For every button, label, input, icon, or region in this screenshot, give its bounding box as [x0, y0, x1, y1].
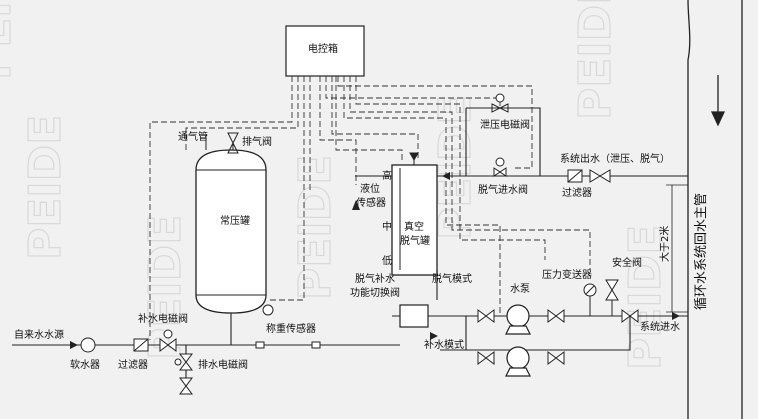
- makeup-mode-label: 补水模式: [424, 338, 464, 351]
- level-sensor-label-1: 液位: [360, 182, 380, 195]
- safety-valve: [605, 279, 619, 316]
- filter-top-slash: [567, 169, 583, 183]
- switch-valve-label-2: 功能切换阀: [350, 286, 400, 299]
- water-pump-1: [505, 304, 531, 335]
- svg-text:PEIDE: PEIDE: [430, 95, 481, 240]
- pump-valves: [477, 309, 639, 365]
- system-inlet-label: 系统进水: [640, 320, 680, 333]
- tap-water-label: 自来水水源: [14, 328, 64, 341]
- svg-text:PEIDE: PEIDE: [290, 155, 341, 300]
- switch-valve: [399, 304, 429, 328]
- degas-mode-label: 脱气模式: [432, 272, 472, 285]
- drain-valve: [179, 377, 193, 395]
- control-wiring: [149, 76, 591, 340]
- vacuum-tank-label-1: 真空: [404, 220, 424, 233]
- atmospheric-tank: [195, 149, 267, 314]
- exhaust-valve: [227, 132, 239, 154]
- pressure-tx-label: 压力变送器: [542, 268, 592, 281]
- vacuum-top-vent: [409, 152, 419, 165]
- control-box-label: 电控箱: [308, 42, 338, 55]
- switch-valve-label-1: 脱气补水: [355, 272, 395, 285]
- circulation-main-label: 循环水系统回水主管: [694, 193, 709, 310]
- water-pump-label: 水泵: [510, 283, 530, 295]
- vacuum-tank-label-2: 脱气罐: [400, 234, 430, 247]
- dimension-label: 大于2米: [658, 226, 671, 262]
- drain-solenoid-label: 排水电磁阀: [198, 358, 248, 371]
- filter-bottom-label: 过滤器: [118, 358, 148, 371]
- vacuum-tank: [391, 164, 438, 276]
- process-piping: [12, 107, 688, 390]
- exhaust-valve-label: 排气阀: [242, 135, 272, 148]
- inline-fittings: [255, 341, 321, 349]
- vent-pipe-label: 通气管: [178, 130, 208, 143]
- filter-bottom-slash: [133, 338, 149, 352]
- pressure-transmitter: [583, 283, 597, 316]
- outlet-check-valve: [589, 169, 611, 183]
- control-box: [285, 25, 365, 77]
- circulation-main-pipe: [687, 0, 743, 419]
- makeup-solenoid-valve: [159, 329, 177, 352]
- atm-tank-label: 常压罐: [220, 214, 250, 227]
- filter-top-label: 过滤器: [562, 186, 592, 199]
- level-mid: 中: [382, 220, 392, 233]
- degas-inlet-valve: [493, 157, 507, 177]
- svg-text:PEIDE: PEIDE: [140, 215, 191, 360]
- level-low: 低: [382, 254, 392, 267]
- drain-solenoid-valve: [174, 353, 193, 371]
- system-outlet-label: 系统出水（泄压、脱气）: [560, 152, 670, 165]
- relief-valve-label: 泄压电磁阀: [480, 118, 530, 131]
- safety-valve-label: 安全阀: [612, 256, 642, 269]
- level-sensor-label-2: 传感器: [356, 196, 386, 209]
- water-pump-2: [505, 346, 531, 377]
- svg-text:PEIDE: PEIDE: [620, 225, 671, 370]
- softener: [80, 337, 96, 353]
- svg-text:PEIDE: PEIDE: [0, 0, 21, 80]
- dimension-marker: [666, 184, 688, 313]
- flow-arrows: [70, 172, 680, 349]
- degas-inlet-label: 脱气进水阀: [478, 183, 528, 196]
- weigh-sensor: [262, 304, 274, 316]
- watermark: PEIDE PEIDE PEIDE PEIDE PEIDE PEIDE PEID…: [0, 0, 672, 371]
- weigh-sensor-label: 称重传感器: [266, 322, 316, 335]
- svg-text:PEIDE: PEIDE: [570, 0, 621, 120]
- softener-label: 软水器: [70, 358, 100, 371]
- makeup-solenoid-label: 补水电磁阀: [138, 312, 188, 325]
- svg-text:PEIDE: PEIDE: [20, 115, 71, 260]
